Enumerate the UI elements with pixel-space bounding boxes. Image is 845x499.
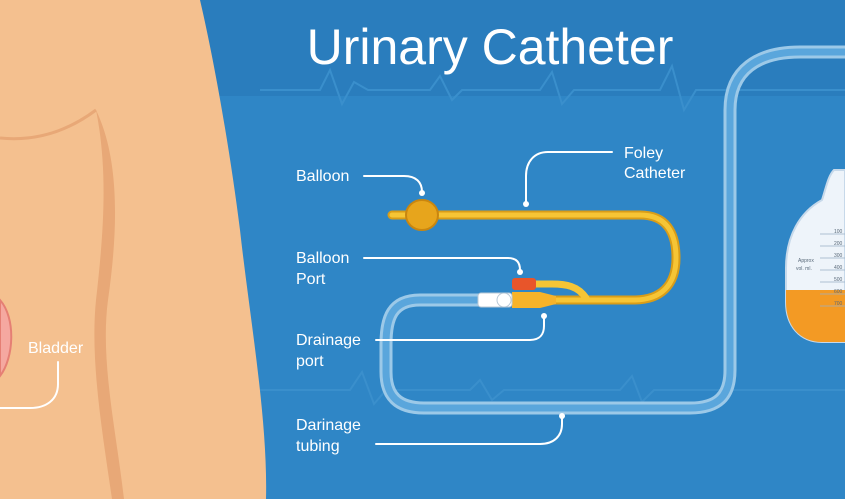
foley-catheter-label-line2: Catheter — [624, 165, 686, 182]
foley-catheter-leader-line — [525, 151, 613, 203]
bag-scale-label: 200 — [834, 241, 843, 247]
body-crease — [94, 110, 124, 499]
balloon-port-label-line1: Balloon — [296, 250, 349, 267]
decorative-wave-top — [260, 63, 845, 113]
foley-catheter-label-line1: Foley — [624, 145, 663, 162]
drainage-tubing-label-line2: tubing — [296, 438, 340, 455]
foley-catheter — [387, 199, 681, 308]
urine-collection-bag: Approx vol. ml. 100 200 300 400 500 600 … — [785, 169, 845, 343]
bag-scale-label: 600 — [834, 289, 843, 295]
decorative-wave-bottom — [260, 369, 845, 406]
balloon-port-valve — [512, 278, 536, 290]
tubing-inner — [382, 48, 845, 412]
balloon-leader-dot — [419, 190, 425, 196]
balloon-port-leader-dot — [517, 269, 523, 275]
catheter-shaft — [389, 212, 679, 303]
body-torso — [0, 0, 267, 499]
drainage-port-leader-line — [375, 317, 545, 341]
bag-scale-label: 100 — [834, 229, 843, 235]
drainage-tubing-label-line1: Darinage — [296, 417, 361, 434]
balloon-port-branch — [530, 280, 590, 302]
bag-caption-line1: Approx — [798, 258, 814, 264]
drainage-funnel — [512, 292, 556, 308]
bag-scale-label: 300 — [834, 253, 843, 259]
body-contour-line — [0, 108, 97, 141]
balloon-leader-line — [363, 175, 423, 193]
catheter-balloon — [405, 199, 439, 231]
human-body-figure — [0, 0, 267, 499]
balloon-port-label-line2: Port — [296, 271, 326, 288]
bladder-organ — [0, 298, 13, 378]
drainage-tubing — [379, 45, 845, 415]
page-title: Urinary Catheter — [307, 19, 674, 75]
bag-caption-line2: vol. ml. — [796, 266, 812, 272]
bag-scale-label: 700 — [834, 301, 843, 307]
drainage-port-label-line2: port — [296, 353, 324, 370]
drainage-port-leader-dot — [541, 313, 547, 319]
connector-clamp — [496, 292, 512, 308]
bag-scale: 100 200 300 400 500 600 700 — [820, 229, 845, 307]
bladder-label: Bladder — [28, 340, 84, 357]
drainage-port-label-line1: Drainage — [296, 332, 361, 349]
foley-catheter-leader-dot — [523, 201, 529, 207]
bladder-leader-line — [0, 361, 59, 409]
drainage-tubing-leader-line — [375, 417, 563, 445]
drainage-tubing-leader-dot — [559, 413, 565, 419]
bag-scale-label: 500 — [834, 277, 843, 283]
bag-urine-fill — [786, 290, 845, 342]
balloon-label: Balloon — [296, 168, 349, 185]
bag-scale-label: 400 — [834, 265, 843, 271]
balloon-port-leader-line — [363, 257, 521, 271]
